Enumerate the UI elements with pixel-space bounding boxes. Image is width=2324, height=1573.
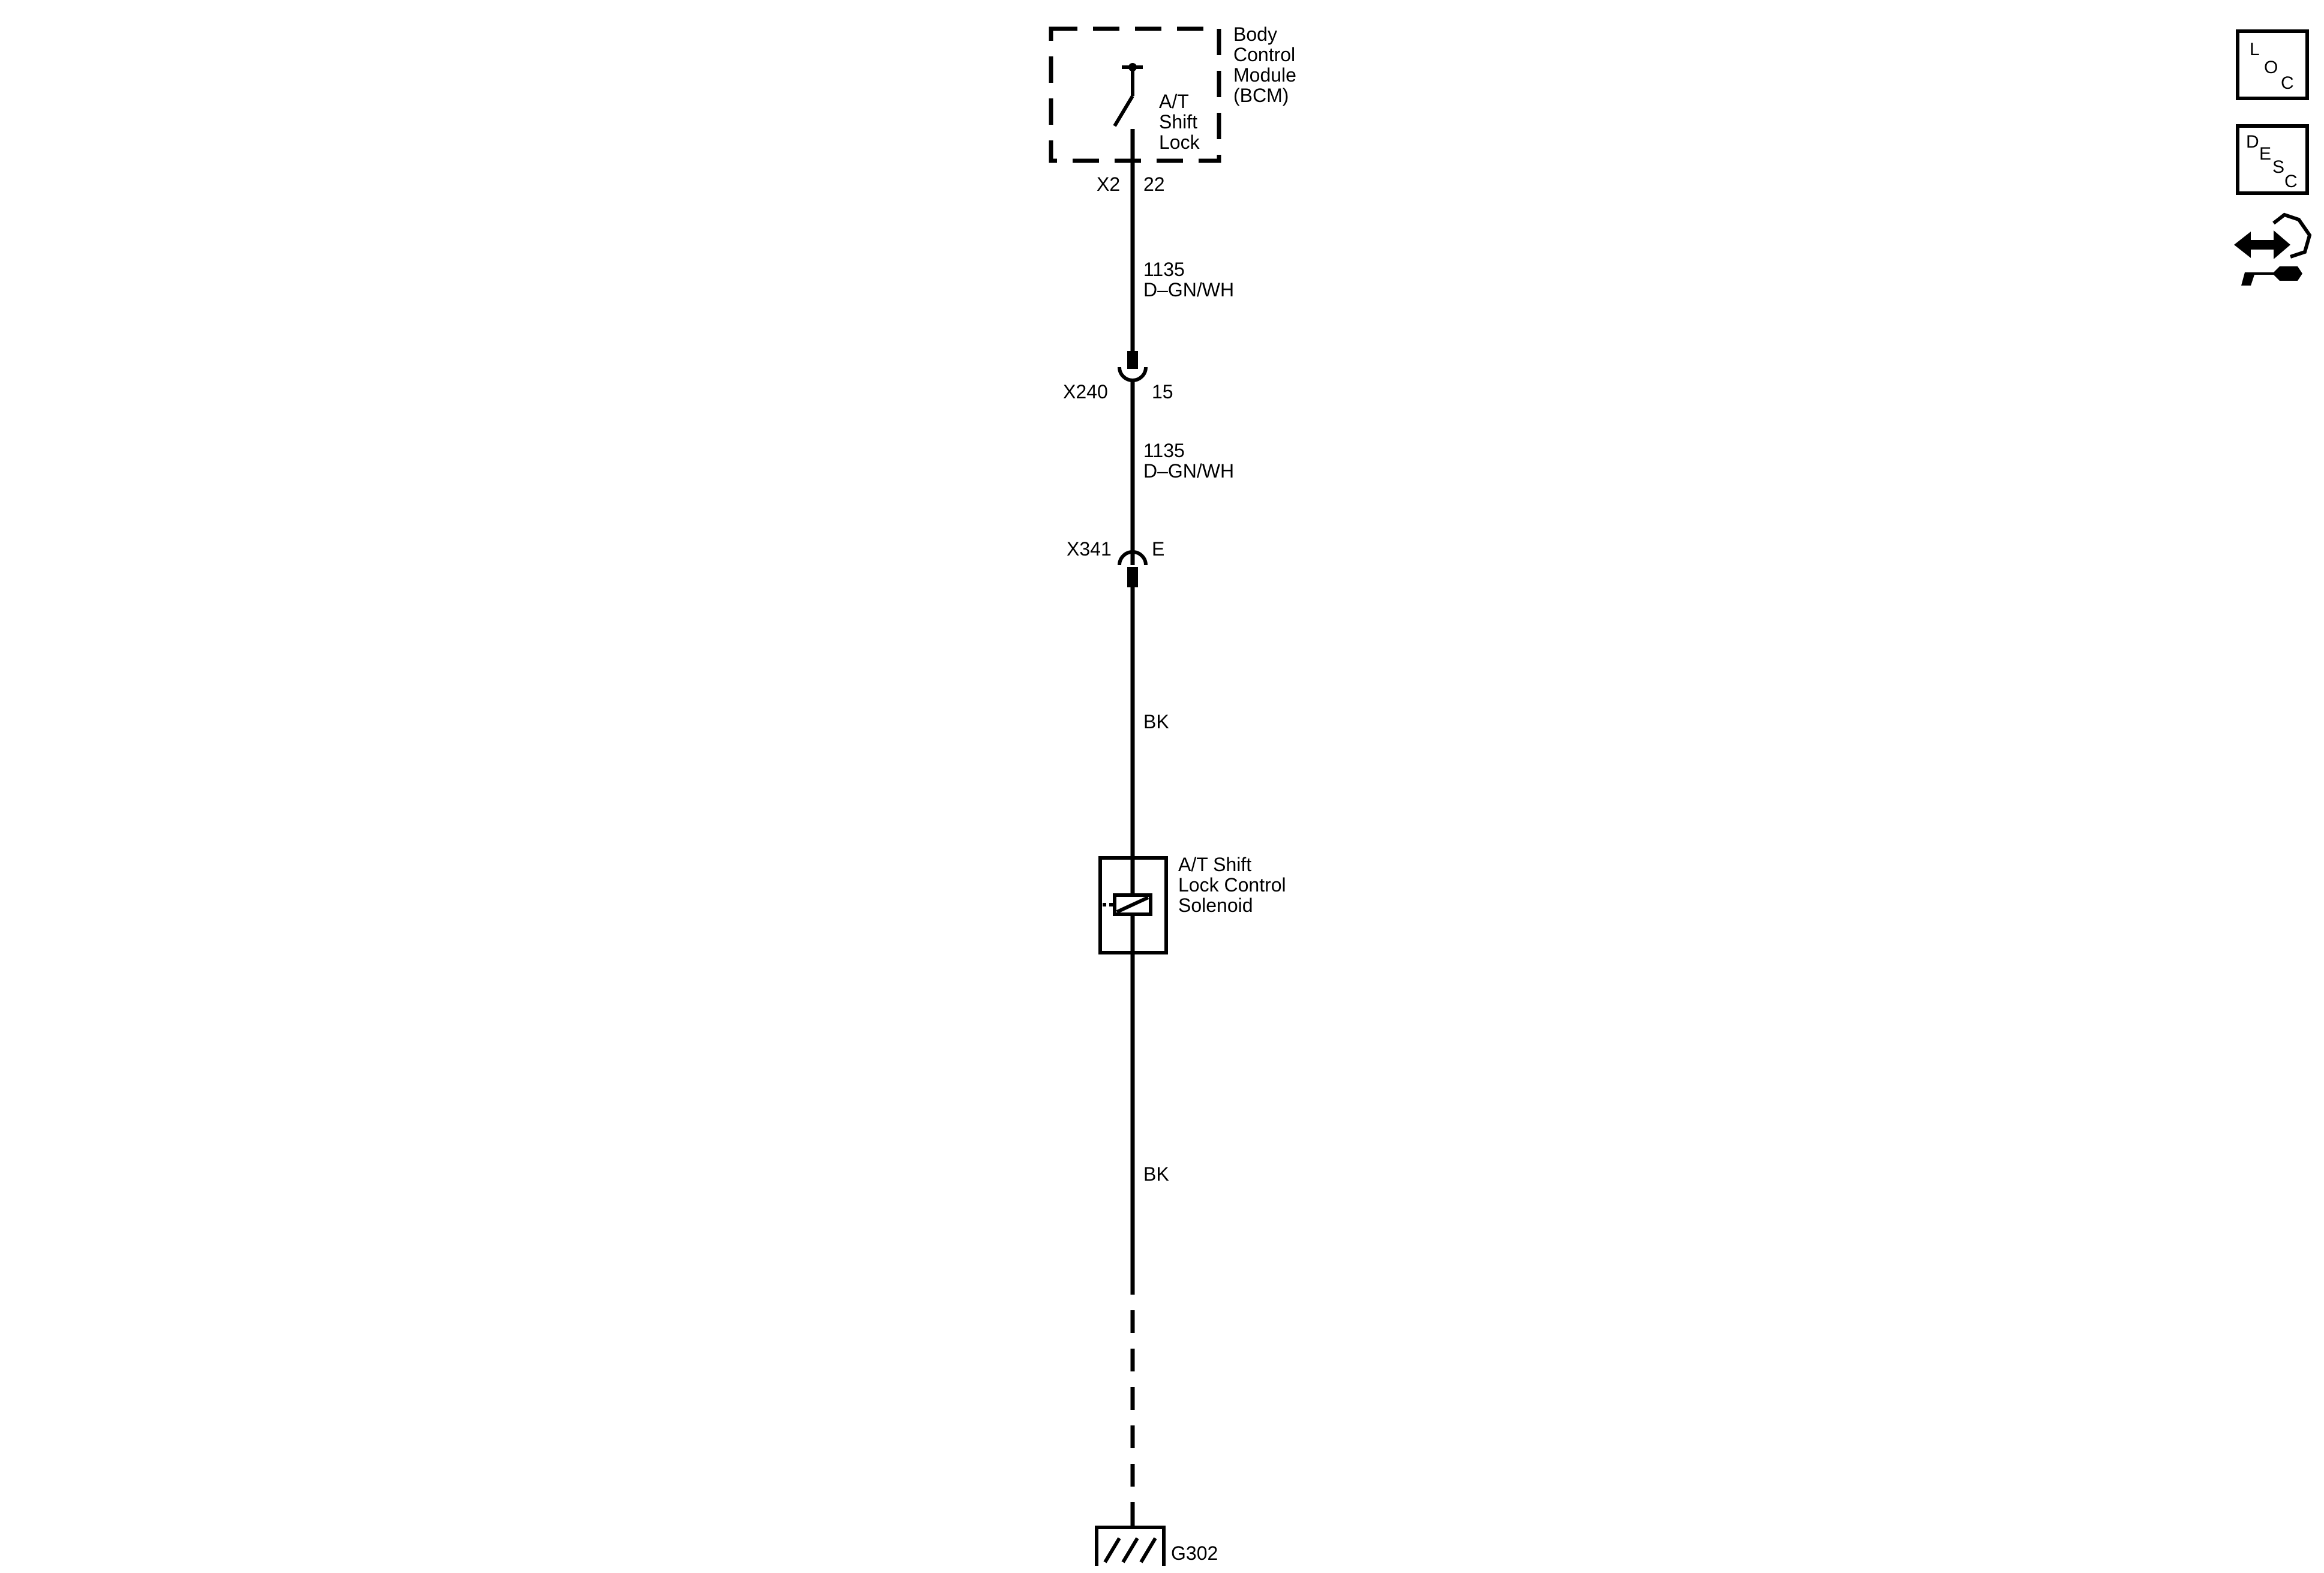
wire-2-color: D–GN/WH (1143, 460, 1234, 482)
x240-female-cup (1118, 367, 1148, 382)
switch-label-line-2: Shift (1159, 111, 1197, 133)
desc-letter-c: C (2284, 172, 2298, 191)
x240-name: X240 (1063, 381, 1108, 403)
wire-segment-2[interactable]: 1135 D–GN/WH (1130, 382, 1234, 565)
desc-letter-s: S (2272, 157, 2284, 177)
solenoid-label-line-3: Solenoid (1178, 894, 1253, 916)
wire-4-color: BK (1143, 1163, 1169, 1185)
wire-3-color: BK (1143, 711, 1169, 733)
bcm-dashed-outline (1049, 26, 1221, 163)
ground-g302[interactable]: G302 (1095, 1512, 1218, 1566)
wire-1-circuit: 1135 (1143, 259, 1185, 280)
x341-name: X341 (1067, 538, 1112, 560)
switch-label-line-1: A/T (1159, 91, 1189, 112)
ground-hatch-icon (1103, 1537, 1121, 1563)
desc-letter-d: D (2246, 132, 2259, 152)
shift-lock-switch-icon (1113, 63, 1143, 161)
ground-bracket (1095, 1526, 1166, 1566)
bcm-name-line-1: Body (1233, 23, 1277, 45)
bcm-name-line-3: Module (1233, 64, 1296, 86)
wire-segment-3[interactable]: BK (1130, 587, 1169, 858)
wire-1-color: D–GN/WH (1143, 279, 1234, 301)
connector-end-view-icon[interactable] (2232, 210, 2312, 290)
location-icon[interactable]: L O C (2236, 29, 2309, 100)
desc-letter-e: E (2259, 144, 2271, 164)
loc-letter-l: L (2250, 40, 2260, 59)
solenoid-label-line-2: Lock Control (1178, 874, 1286, 896)
x341-male-terminal (1127, 567, 1138, 587)
x240-pin: 15 (1152, 381, 1173, 403)
description-icon[interactable]: D E S C (2236, 124, 2309, 195)
loc-letter-o: O (2264, 58, 2278, 77)
switch-label-line-3: Lock (1159, 131, 1200, 153)
x341-pin: E (1152, 538, 1164, 560)
bcm-module[interactable]: Body Control Module (BCM) A/T Shift Lock (1049, 23, 1296, 163)
x240-male-terminal (1127, 351, 1138, 369)
solenoid-label-line-1: A/T Shift (1178, 854, 1251, 875)
bcm-pin-label: 22 (1143, 173, 1165, 195)
x341-female-cup (1118, 550, 1148, 566)
wire-segment-4[interactable]: BK (1130, 953, 1169, 1524)
bcm-name-line-4: (BCM) (1233, 85, 1289, 106)
connector-x240[interactable]: X240 15 (1063, 351, 1173, 403)
bcm-connector-label: X2 (1097, 173, 1120, 195)
loc-letter-c: C (2281, 73, 2294, 93)
shift-lock-solenoid[interactable]: A/T Shift Lock Control Solenoid (1098, 854, 1286, 954)
wire-2-circuit: 1135 (1143, 440, 1185, 461)
wire-segment-1[interactable]: 1135 D–GN/WH (1130, 161, 1234, 367)
ground-name: G302 (1171, 1542, 1218, 1564)
connector-x341[interactable]: X341 E (1067, 538, 1164, 587)
bcm-name-line-2: Control (1233, 44, 1295, 65)
